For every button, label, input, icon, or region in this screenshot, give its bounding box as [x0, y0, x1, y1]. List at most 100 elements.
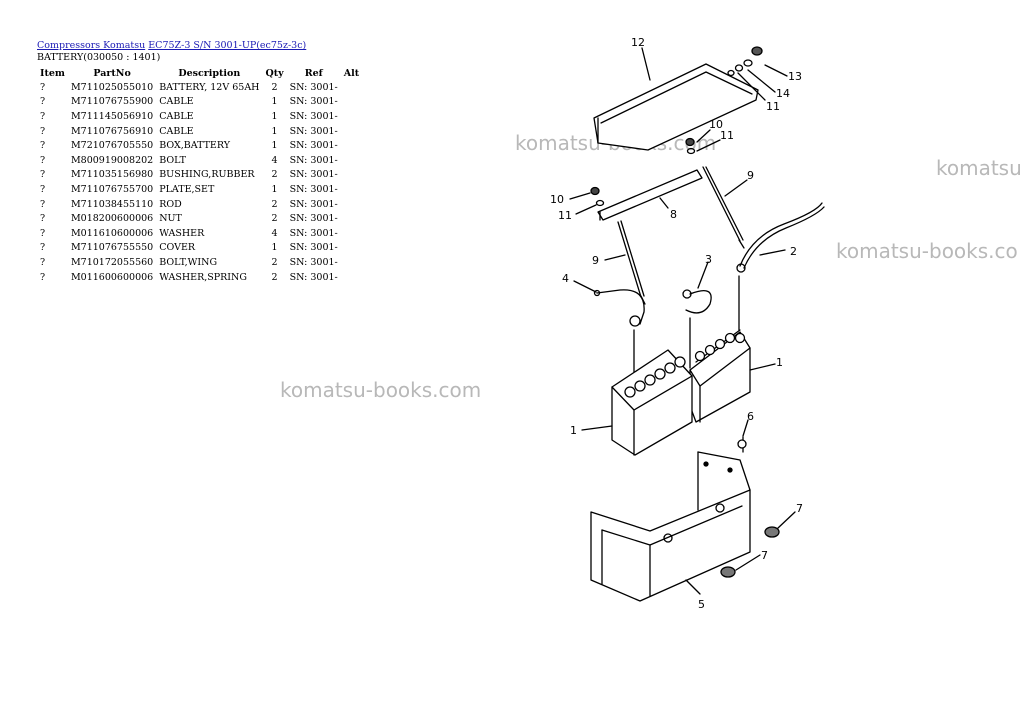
watermark: komatsu-books.com — [280, 378, 482, 402]
header-qty: Qty — [265, 67, 284, 79]
cell-item: ? — [40, 242, 46, 254]
watermark: komatsu-books.co — [836, 239, 1018, 263]
breadcrumb-link-model[interactable]: EC75Z-3 S/N 3001-UP(ec75z-3c) — [148, 40, 307, 51]
cell-qty: 4 — [271, 154, 278, 166]
cell-description: BOLT — [159, 154, 187, 166]
battery-left-part — [611, 349, 693, 456]
cell-qty: 1 — [271, 125, 278, 137]
cell-partno: M711035156980 — [70, 169, 154, 181]
cell-item: ? — [40, 81, 46, 93]
diagram-labels: 12 13 14 11 10 11 9 10 11 8 2 9 4 3 1 1 … — [550, 36, 803, 611]
cell-item: ? — [40, 110, 46, 122]
cell-partno: M011610600006 — [70, 227, 154, 239]
set-plate-part — [597, 169, 703, 221]
page-subtitle: BATTERY(030050 : 1401) — [37, 52, 161, 63]
parts-table: Item PartNo Description Qty Ref Alt ? M71… — [37, 66, 362, 284]
cell-item: ? — [40, 198, 46, 210]
cell-description: BOX,BATTERY — [159, 140, 231, 152]
table-row: ? M711025055010 BATTERY, 12V 65AH 2 SN: 3001… — [37, 80, 362, 95]
cell-partno: M711076756910 — [70, 125, 154, 137]
label-11: 11 — [766, 100, 780, 113]
cell-ref: SN: 3001- — [289, 198, 338, 210]
cell-ref: SN: 3001- — [289, 227, 338, 239]
cell-ref: SN: 3001- — [289, 125, 338, 137]
cell-description: BATTERY, 12V 65AH — [159, 81, 260, 93]
cell-qty: 2 — [271, 81, 278, 93]
cell-ref: SN: 3001- — [289, 154, 338, 166]
label-2: 2 — [790, 245, 797, 258]
cell-qty: 4 — [271, 227, 278, 239]
cell-partno: M711038455110 — [70, 198, 154, 210]
cell-description: PLATE,SET — [159, 183, 215, 195]
label-1: 1 — [570, 424, 577, 437]
cell-description: CABLE — [159, 125, 194, 137]
label-10: 10 — [550, 193, 564, 206]
breadcrumb: Compressors Komatsu EC75Z-3 S/N 3001-UP(… — [37, 40, 306, 52]
header-item: Item — [40, 67, 65, 79]
cell-ref: SN: 3001- — [289, 140, 338, 152]
cell-ref: SN: 3001- — [289, 271, 338, 283]
cell-ref: SN: 3001- — [289, 213, 338, 225]
cell-item: ? — [40, 213, 46, 225]
label-4: 4 — [562, 272, 569, 285]
header-ref: Ref — [304, 67, 323, 79]
cell-description: WASHER — [159, 227, 205, 239]
cell-ref: SN: 3001- — [289, 81, 338, 93]
cell-description: COVER — [159, 242, 196, 254]
cell-item: ? — [40, 227, 46, 239]
cell-qty: 2 — [271, 213, 278, 225]
cell-partno: M018200600006 — [70, 213, 154, 225]
cell-description: BOLT,WING — [159, 256, 218, 268]
battery-right-part — [689, 329, 751, 423]
cell-description: CABLE — [159, 96, 194, 108]
wing-bolt-part — [727, 46, 763, 77]
cell-item: ? — [40, 96, 46, 108]
cell-qty: 2 — [271, 256, 278, 268]
breadcrumb-link-compressors[interactable]: Compressors Komatsu — [37, 40, 146, 51]
header-alt: Alt — [343, 67, 360, 79]
cell-partno: M711076755900 — [70, 96, 154, 108]
cell-ref: SN: 3001- — [289, 256, 338, 268]
label-7: 7 — [761, 549, 768, 562]
cell-description: NUT — [159, 213, 182, 225]
cell-ref: SN: 3001- — [289, 183, 338, 195]
label-3: 3 — [705, 253, 712, 266]
cell-description: CABLE — [159, 110, 194, 122]
cell-item: ? — [40, 169, 46, 181]
watermark: komatsu — [936, 156, 1022, 180]
cell-partno: M800919008202 — [70, 154, 154, 166]
cell-item: ? — [40, 271, 46, 283]
cell-description: WASHER,SPRING — [159, 271, 247, 283]
table-header-row: Item PartNo Description Qty Ref Alt — [37, 66, 362, 80]
cell-qty: 1 — [271, 183, 278, 195]
label-9: 9 — [747, 169, 754, 182]
cell-qty: 1 — [271, 242, 278, 254]
cell-partno: M710172055560 — [70, 256, 154, 268]
cell-partno: M711145056910 — [70, 110, 154, 122]
label-12: 12 — [631, 36, 645, 49]
cell-partno: M711076755550 — [70, 242, 154, 254]
cover-part — [593, 63, 759, 151]
cell-partno: M721076705550 — [70, 140, 154, 152]
battery-box-part — [590, 451, 751, 602]
cell-partno: M711025055010 — [70, 81, 154, 93]
cell-item: ? — [40, 154, 46, 166]
cell-description: BUSHING,RUBBER — [159, 169, 255, 181]
cell-item: ? — [40, 125, 46, 137]
cell-ref: SN: 3001- — [289, 169, 338, 181]
label-14: 14 — [776, 87, 790, 100]
label-9: 9 — [592, 254, 599, 267]
table-row: ? M711076756910 CABLE 1 SN: 3001- — [37, 124, 362, 139]
label-11: 11 — [558, 209, 572, 222]
table-row: ? M711076755550 COVER 1 SN: 3001- — [37, 241, 362, 256]
rod-part — [702, 166, 741, 242]
cell-qty: 1 — [271, 110, 278, 122]
cell-ref: SN: 3001- — [289, 242, 338, 254]
table-row: ? M018200600006 NUT 2 SN: 3001- — [37, 211, 362, 226]
header-description: Description — [178, 67, 241, 79]
cell-partno: M011600600006 — [70, 271, 154, 283]
